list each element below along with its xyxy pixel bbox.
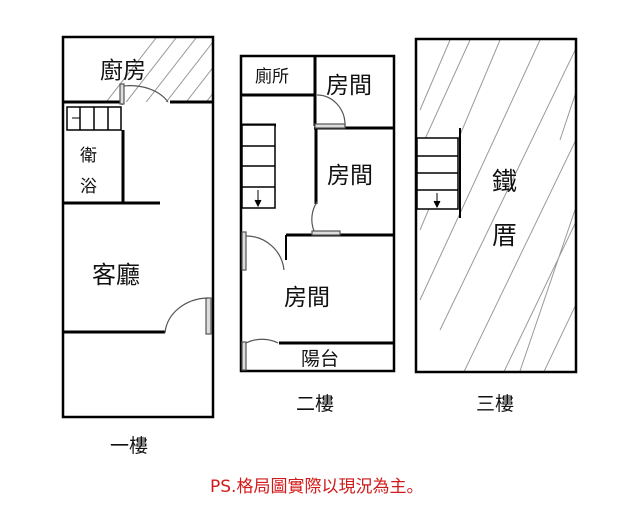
- iron-hatch: [419, 40, 575, 371]
- floor-3-walls: [414, 37, 578, 374]
- floor-3-stairs: [416, 137, 459, 210]
- room-label-iron-1: 鐵: [492, 167, 517, 196]
- kitchen-door: [119, 83, 169, 105]
- floor-1-stairs: [66, 106, 122, 131]
- floor-1: 廚房 衛 浴 客廳 一樓: [61, 35, 215, 457]
- room-label-bath-2: 浴: [80, 177, 97, 197]
- floor-label-1: 一樓: [110, 435, 148, 457]
- disclaimer-note: PS.格局圖實際以現況為主。: [210, 477, 423, 497]
- floor-3: 鐵 厝 三樓: [414, 37, 578, 415]
- floor-label-2: 二樓: [296, 393, 334, 415]
- room-label-living: 客廳: [92, 261, 140, 289]
- room-label-kitchen: 廚房: [100, 58, 146, 84]
- room-label-bedroom-b: 房間: [327, 163, 373, 189]
- floor-2-stairs: [241, 124, 276, 209]
- floor-2-walls: [239, 54, 396, 373]
- room-label-bedroom-c: 房間: [284, 285, 330, 311]
- floor-1-walls: [61, 35, 215, 419]
- floor-2: 廁所 房間 房間 房間 陽台 二樓: [239, 54, 396, 415]
- room-label-bedroom-a: 房間: [326, 73, 372, 99]
- living-door: [164, 297, 212, 335]
- room-label-toilet: 廁所: [255, 66, 289, 87]
- floor-2-doors: [241, 94, 346, 371]
- room-label-bath-1: 衛: [80, 146, 97, 166]
- kitchen-hatch: [105, 38, 212, 102]
- room-label-balcony: 陽台: [301, 348, 339, 370]
- room-label-iron-2: 厝: [492, 221, 517, 250]
- floor-label-3: 三樓: [476, 393, 514, 415]
